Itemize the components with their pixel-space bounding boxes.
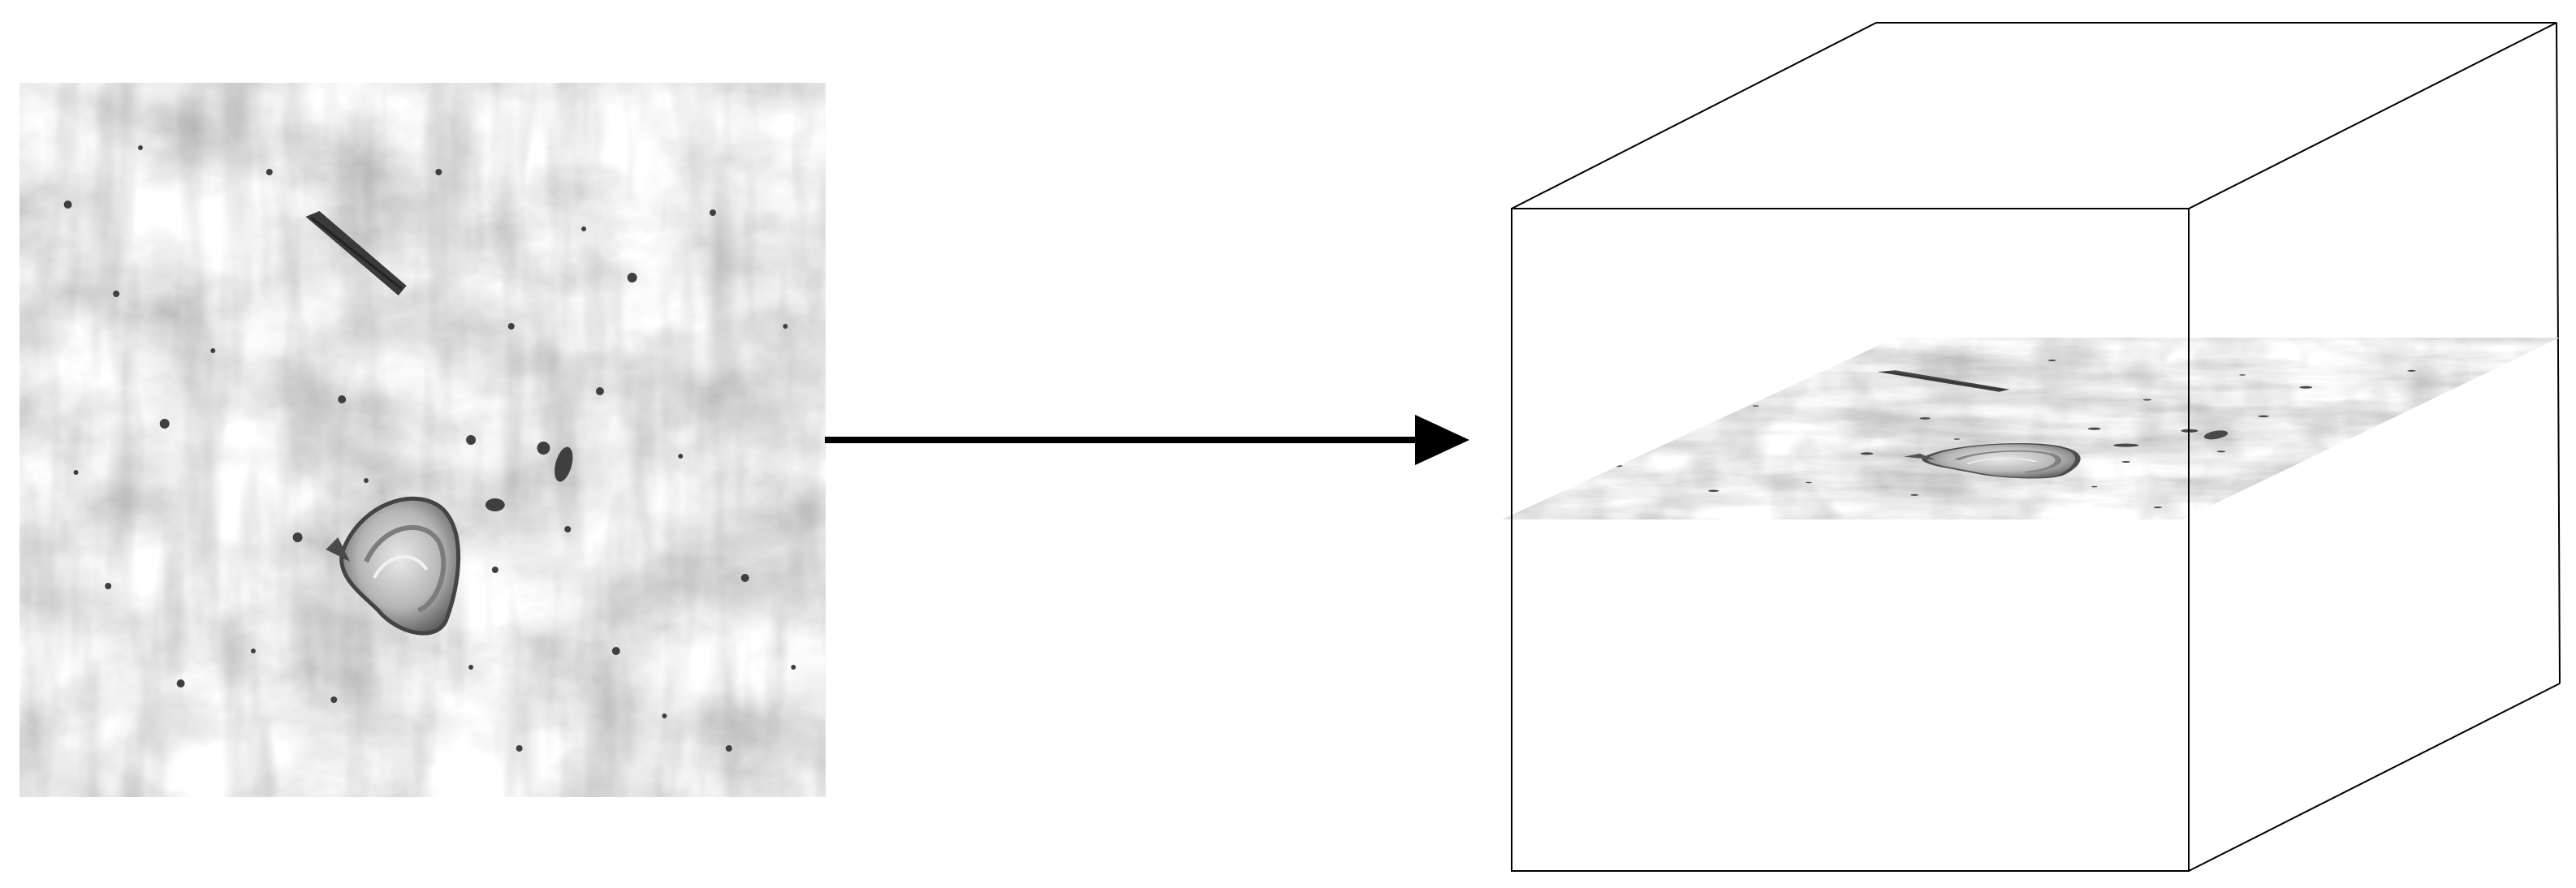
cube-top-face: [1511, 22, 2557, 209]
cube-front-face: [1511, 208, 2190, 872]
cube-right-top-edge: [2556, 22, 2561, 684]
transform-arrow: [825, 415, 1469, 465]
cube-right-bottom-edge: [2188, 683, 2561, 872]
source-micrograph-image: [19, 83, 826, 797]
arrow-head: [1415, 415, 1469, 465]
volume-slice-plane: [1502, 338, 2560, 519]
volume-cube-front: [1511, 208, 2561, 872]
